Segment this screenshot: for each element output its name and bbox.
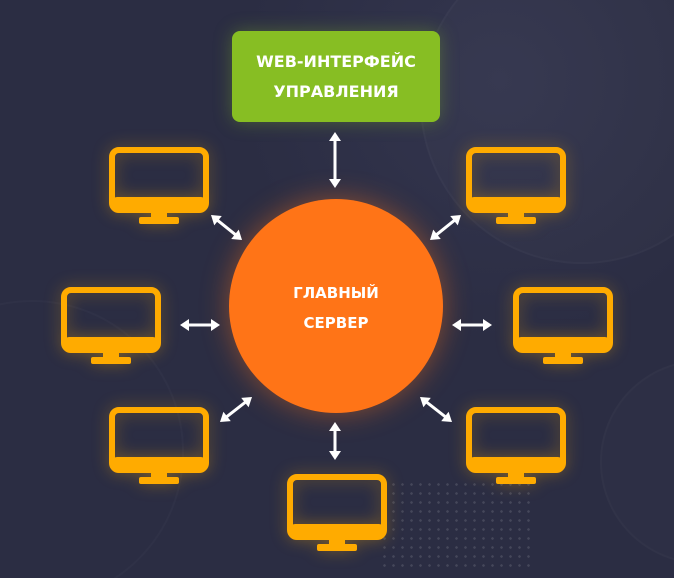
web-interface-label: WEB-ИНТЕРФЕЙС УПРАВЛЕНИЯ (256, 51, 416, 101)
client-monitor-icon (109, 407, 209, 489)
double-arrow-icon (430, 215, 461, 240)
decorative-circle (600, 360, 674, 564)
client-monitor-icon (287, 474, 387, 556)
double-arrow-icon (211, 215, 242, 240)
double-arrow-icon (220, 397, 252, 422)
client-monitor-icon (61, 287, 161, 369)
double-arrow-icon (452, 319, 492, 331)
client-monitor-icon (466, 147, 566, 229)
client-monitor-icon (513, 287, 613, 369)
client-monitor-icon (466, 407, 566, 489)
client-monitor-icon (109, 147, 209, 229)
web-interface-node: WEB-ИНТЕРФЕЙС УПРАВЛЕНИЯ (232, 31, 440, 122)
double-arrow-icon (329, 422, 341, 460)
double-arrow-icon (180, 319, 220, 331)
double-arrow-icon (420, 397, 452, 422)
double-arrow-icon (329, 132, 341, 188)
main-server-label: ГЛАВНЫЙ СЕРВЕР (293, 284, 379, 332)
decorative-dot-grid (380, 480, 530, 570)
main-server-node: ГЛАВНЫЙ СЕРВЕР (229, 199, 443, 413)
